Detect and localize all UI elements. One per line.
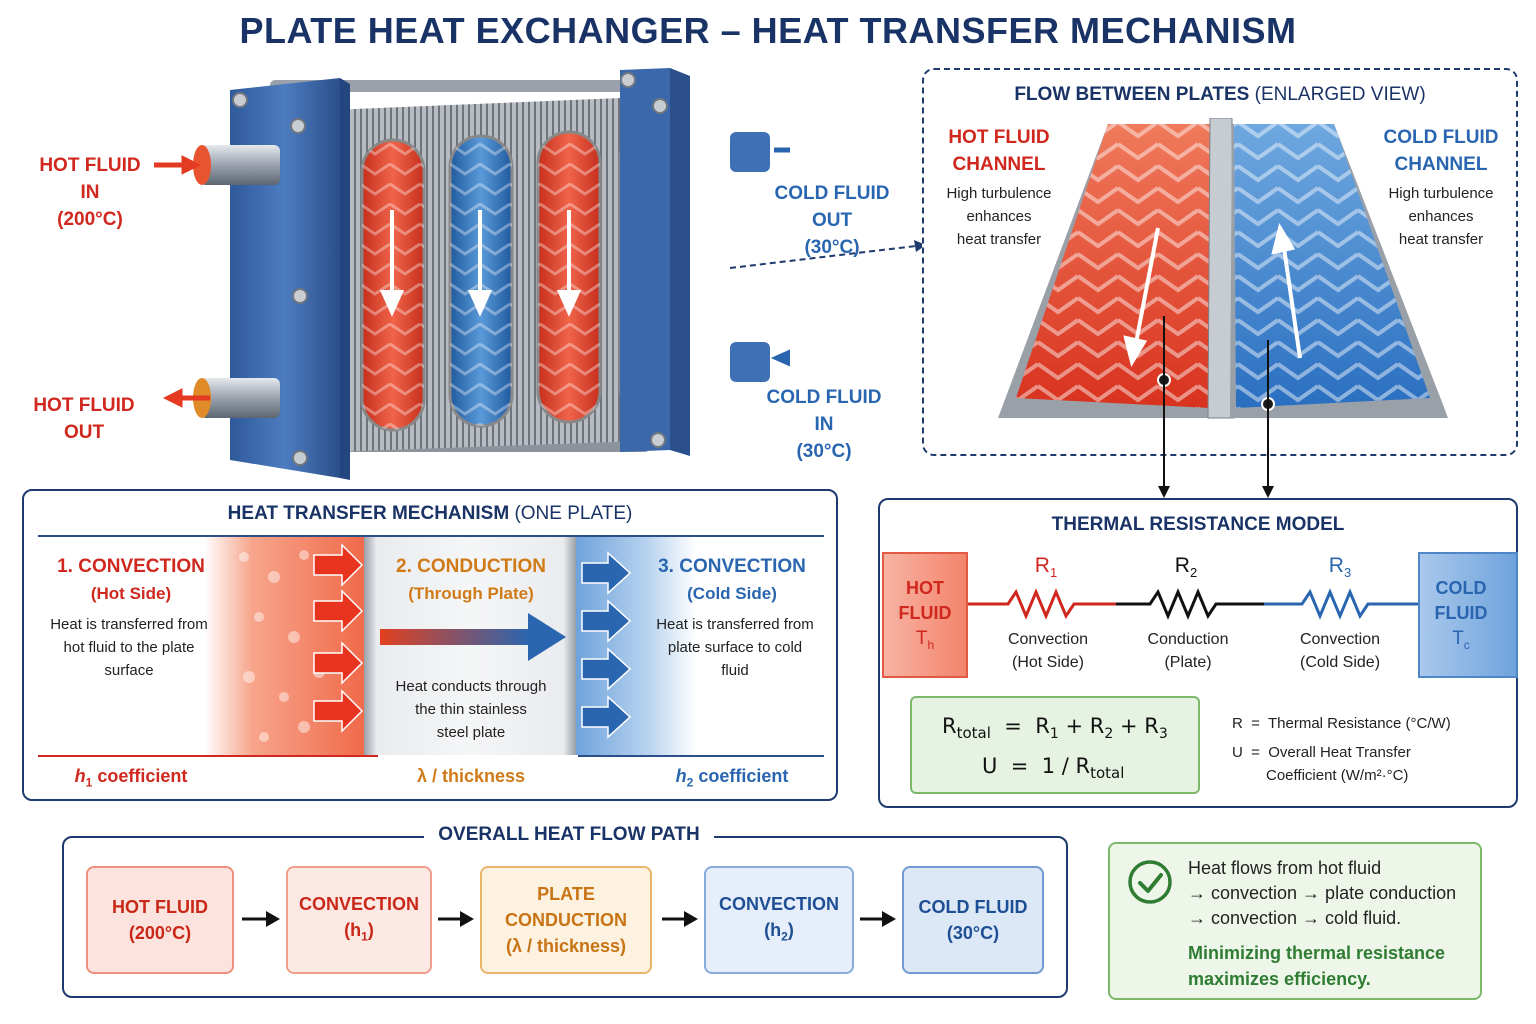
cold-fluid-out-label: COLD FLUID OUT(30°C): [774, 183, 890, 258]
heat-flow-path-title: OVERALL HEAT FLOW PATH: [424, 824, 714, 846]
formula-box: Rtotal = R1 + R2 + R3 U = 1 / Rtotal: [910, 696, 1200, 794]
r3-description: Convection(Cold Side): [1299, 631, 1381, 671]
mechanism-top-rule: [38, 535, 824, 537]
connector-lines: [1158, 316, 1274, 498]
step3-title: 3. CONVECTION(Cold Side): [658, 556, 806, 603]
step1-title: 1. CONVECTION(Hot Side): [57, 556, 205, 603]
r2-symbol: R2: [1174, 554, 1198, 581]
hot-rule: [38, 755, 378, 757]
path-convection-cold-box: CONVECTION(h2): [704, 866, 854, 974]
path-arrows: [242, 911, 896, 927]
hot-fluid-in-label: HOT FLUID IN(200°C): [39, 155, 141, 230]
cold-fluid-block: [1418, 552, 1518, 678]
mechanism-title: HEAT TRANSFER MECHANISM (ONE PLATE): [227, 503, 633, 524]
h2-coefficient-label: h2 coefficient: [675, 766, 789, 790]
overall-u-formula: U = 1 / Rtotal: [982, 754, 1125, 783]
enlarged-view-panel: FLOW BETWEEN PLATES (ENLARGED VIEW) HOT …: [922, 68, 1518, 456]
path-hot-fluid-box: HOT FLUID(200°C): [86, 866, 234, 974]
h1-coefficient-label: h1 coefficient: [74, 766, 188, 790]
enlarged-view-title: FLOW BETWEEN PLATES (ENLARGED VIEW): [1014, 84, 1426, 105]
lambda-thickness-label: λ / thickness: [416, 766, 526, 786]
hot-fluid-block: [882, 552, 968, 678]
resistance-legend: R = Thermal Resistance (°C/W) U = Overal…: [1232, 715, 1451, 784]
path-cold-fluid-box: COLD FLUID(30°C): [902, 866, 1044, 974]
hot-bubbles: [239, 543, 364, 742]
step2-title: 2. CONDUCTION(Through Plate): [396, 556, 546, 603]
heat-transfer-mechanism-panel: HEAT TRANSFER MECHANISM (ONE PLATE): [22, 489, 838, 801]
path-convection-hot-box: CONVECTION(h1): [286, 866, 432, 974]
heat-flow-path-panel: OVERALL HEAT FLOW PATH HOT FLUID(200°C) …: [62, 824, 1068, 998]
plate-heat-exchanger-illustration: [154, 68, 790, 480]
conduction-arrow: [380, 613, 566, 661]
cold-fluid-in-label: COLD FLUID IN(30°C): [766, 387, 882, 462]
check-circle-icon: [1128, 860, 1172, 904]
cold-arrows: [581, 551, 632, 739]
r2-description: Conduction(Plate): [1147, 631, 1229, 671]
summary-text: Heat flows from hot fluid→ convection → …: [1188, 858, 1457, 928]
r1-description: Convection(Hot Side): [1007, 631, 1089, 671]
total-resistance-formula: Rtotal = R1 + R2 + R3: [942, 714, 1168, 743]
cold-rule: [578, 755, 824, 757]
resistor-circuit: [968, 588, 1418, 620]
r3-symbol: R3: [1328, 554, 1352, 581]
summary-panel: Heat flows from hot fluid→ convection → …: [1108, 842, 1482, 1000]
r1-symbol: R1: [1034, 554, 1058, 581]
plate-channel-closeup: [998, 118, 1448, 419]
resistance-title: THERMAL RESISTANCE MODEL: [1051, 514, 1345, 535]
zoom-leader-line: [729, 240, 926, 269]
hot-fluid-out-label: HOT FLUID OUT: [33, 395, 135, 443]
page-title: PLATE HEAT EXCHANGER – HEAT TRANSFER MEC…: [239, 10, 1297, 51]
